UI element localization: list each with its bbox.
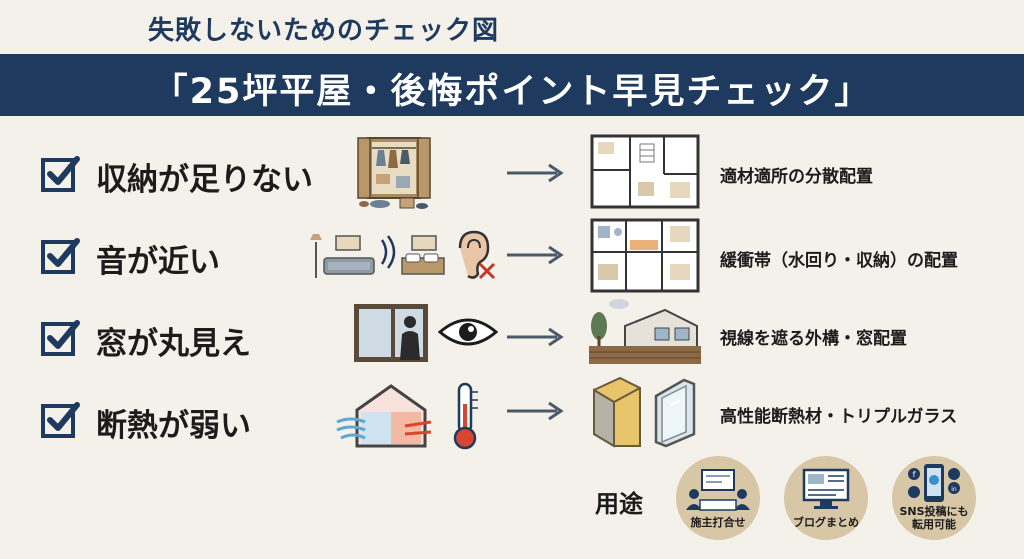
use-label: 施主打合せ — [690, 516, 746, 529]
triple-glass-icon — [654, 378, 696, 448]
check-row-storage: 収納が足りない 適材適所の分散配置 — [0, 134, 1024, 210]
check-row-window: 窓が丸見え 視線を遮る外構・窓配置 — [0, 299, 1024, 374]
floor-plan-icon — [590, 134, 700, 209]
bed-icon — [401, 235, 445, 275]
eye-icon — [438, 318, 498, 346]
use-label: ブログまとめ — [793, 516, 859, 529]
solution-text: 緩衝帯（水回り・収納）の配置 — [720, 251, 958, 271]
solution-text: 適材適所の分散配置 — [720, 167, 873, 187]
use-sns: f in SNS投稿にも 転用可能 — [892, 456, 976, 540]
arrow-right-icon — [507, 163, 564, 183]
house-fence-icon — [589, 299, 701, 364]
row-label: 音が近い — [96, 244, 220, 280]
insulation-panel-icon — [593, 376, 641, 448]
house-heat-loss-icon — [336, 384, 432, 448]
checkbox-icon — [41, 238, 80, 274]
uses-label: 用途 — [595, 490, 643, 518]
svg-text:in: in — [951, 486, 957, 493]
row-label: 窓が丸見え — [96, 326, 251, 362]
use-blog: ブログまとめ — [784, 456, 868, 540]
row-label: 断熱が弱い — [96, 408, 251, 444]
checkbox-icon — [41, 156, 80, 192]
checkbox-icon — [41, 320, 80, 356]
monitor-icon — [802, 468, 850, 509]
ear-icon — [458, 230, 496, 280]
use-label: 転用可能 — [912, 518, 956, 531]
row-label: 収納が足りない — [96, 162, 313, 198]
solution-text: 視線を遮る外構・窓配置 — [720, 329, 907, 349]
arrow-right-icon — [507, 401, 564, 421]
living-room-icon — [310, 234, 375, 278]
check-row-sound: 音が近い 緩衝帯（水回り・収納）の配置 — [0, 218, 1024, 293]
checkbox-icon — [41, 402, 80, 438]
solution-text: 高性能断熱材・トリプルガラス — [720, 407, 958, 427]
arrow-right-icon — [507, 327, 564, 347]
page-subtitle: 失敗しないためのチェック図 — [148, 16, 500, 46]
smartphone-icon: f in — [908, 464, 960, 502]
meeting-icon — [686, 469, 750, 511]
title-band: 「25坪平屋・後悔ポイント早見チェック」 — [0, 54, 1024, 116]
use-meeting: 施主打合せ — [676, 456, 760, 540]
check-row-insulation: 断熱が弱い 高性能断熱材・トリプルガラス — [0, 376, 1024, 456]
messy-closet-icon — [357, 137, 431, 209]
floor-plan-icon — [590, 218, 700, 293]
svg-text:f: f — [913, 470, 916, 479]
thermometer-icon — [453, 382, 478, 450]
window-person-icon — [354, 304, 428, 362]
arrow-right-icon — [507, 245, 564, 265]
sound-waves-icon — [380, 235, 396, 269]
page-title: 「25坪平屋・後悔ポイント早見チェック」 — [152, 72, 872, 112]
use-label: SNS投稿にも — [899, 505, 969, 518]
